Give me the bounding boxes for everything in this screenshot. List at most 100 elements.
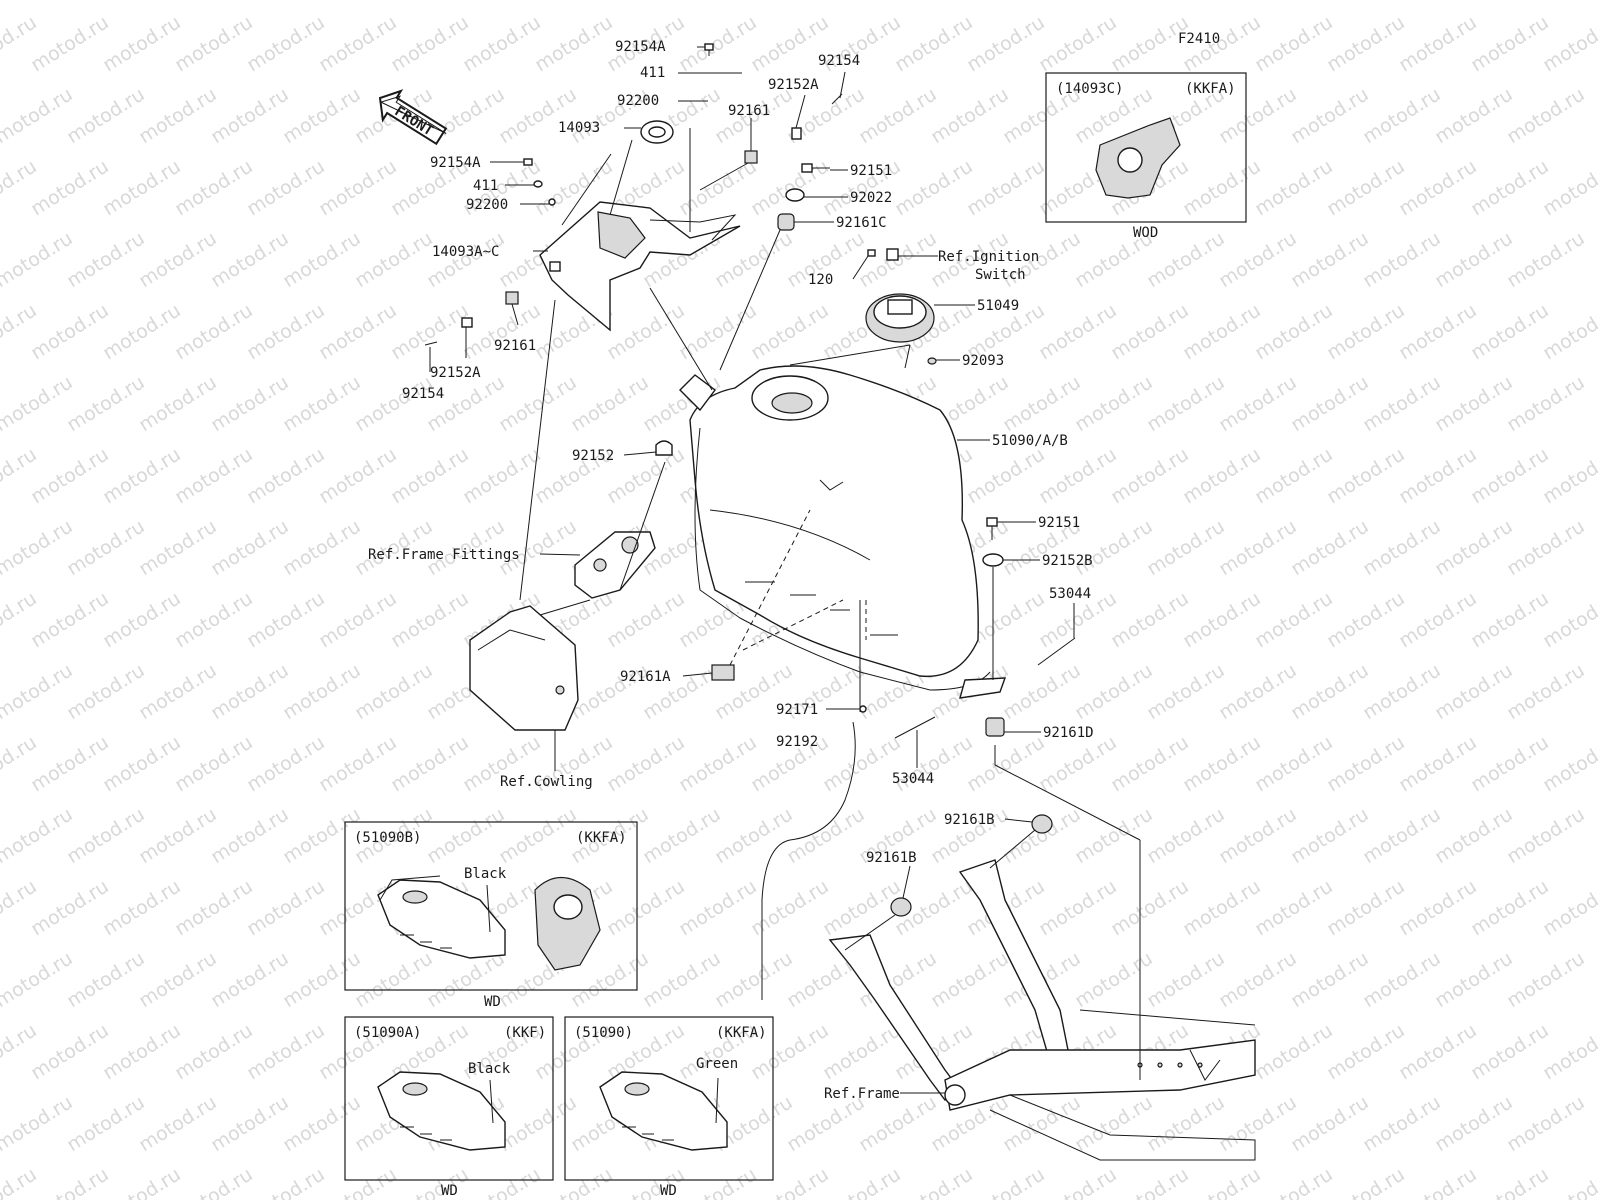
watermark-text: motod.ru bbox=[315, 443, 401, 508]
watermark-text: motod.ru bbox=[1431, 947, 1517, 1012]
watermark-text: motod.ru bbox=[1143, 1091, 1229, 1156]
watermark-text: motod.ru bbox=[1323, 11, 1409, 76]
watermark-text: motod.ru bbox=[1179, 443, 1265, 508]
watermark-text: motod.ru bbox=[387, 443, 473, 508]
watermark-text: motod.ru bbox=[495, 83, 581, 148]
watermark-text: motod.ru bbox=[0, 659, 77, 724]
watermark-text: motod.ru bbox=[1539, 299, 1600, 364]
watermark-text: motod.ru bbox=[1287, 515, 1373, 580]
watermark-text: motod.ru bbox=[387, 11, 473, 76]
callout-92161b-lower: 92161B bbox=[866, 850, 917, 866]
watermark-text: motod.ru bbox=[1467, 587, 1553, 652]
watermark-text: motod.ru bbox=[1431, 803, 1517, 868]
inset-a-footer: WD bbox=[441, 1183, 458, 1199]
watermark-text: motod.ru bbox=[1287, 947, 1373, 1012]
watermark-text: motod.ru bbox=[1251, 1019, 1337, 1084]
watermark-text: motod.ru bbox=[1071, 515, 1157, 580]
watermark-text: motod.ru bbox=[1431, 0, 1517, 4]
watermark-text: motod.ru bbox=[63, 515, 149, 580]
watermark-text: motod.ru bbox=[423, 803, 509, 868]
watermark-text: motod.ru bbox=[27, 443, 113, 508]
watermark-text: motod.ru bbox=[135, 803, 221, 868]
watermark-text: motod.ru bbox=[1395, 443, 1481, 508]
watermark-text: motod.ru bbox=[927, 947, 1013, 1012]
watermark-text: motod.ru bbox=[207, 0, 293, 4]
watermark-text: motod.ru bbox=[1287, 83, 1373, 148]
watermark-text: motod.ru bbox=[675, 155, 761, 220]
callout-51049: 51049 bbox=[977, 298, 1019, 314]
watermark-text: motod.ru bbox=[963, 11, 1049, 76]
watermark-text: motod.ru bbox=[1431, 1091, 1517, 1156]
watermark-text: motod.ru bbox=[1251, 731, 1337, 796]
watermark-text: motod.ru bbox=[1323, 731, 1409, 796]
watermark-text: motod.ru bbox=[63, 803, 149, 868]
watermark-text: motod.ru bbox=[1503, 515, 1589, 580]
watermark-text: motod.ru bbox=[0, 1163, 41, 1200]
watermark-text: motod.ru bbox=[315, 587, 401, 652]
watermark-text: motod.ru bbox=[1323, 1019, 1409, 1084]
callout-ref-cowling: Ref.Cowling bbox=[500, 774, 593, 790]
watermark-text: motod.ru bbox=[0, 227, 77, 292]
watermark-text: motod.ru bbox=[1431, 83, 1517, 148]
watermark-text: motod.ru bbox=[1539, 443, 1600, 508]
watermark-text: motod.ru bbox=[1467, 731, 1553, 796]
watermark-text: motod.ru bbox=[1179, 875, 1265, 940]
inset-wod-footer: WOD bbox=[1133, 225, 1158, 241]
watermark-text: motod.ru bbox=[99, 1019, 185, 1084]
watermark-text: motod.ru bbox=[0, 1091, 77, 1156]
inset-g-market: (KKFA) bbox=[716, 1025, 767, 1041]
watermark-text: motod.ru bbox=[207, 515, 293, 580]
callout-92152a-top: 92152A bbox=[768, 77, 819, 93]
watermark-text: motod.ru bbox=[135, 515, 221, 580]
watermark-text: motod.ru bbox=[1503, 227, 1589, 292]
watermark-text: motod.ru bbox=[1215, 0, 1301, 4]
inset-b-part: (51090B) bbox=[354, 830, 421, 846]
callout-92161d: 92161D bbox=[1043, 725, 1094, 741]
watermark-text: motod.ru bbox=[279, 227, 365, 292]
watermark-text: motod.ru bbox=[927, 83, 1013, 148]
watermark-text: motod.ru bbox=[963, 155, 1049, 220]
callout-411-left: 411 bbox=[473, 178, 498, 194]
watermark-text: motod.ru bbox=[315, 11, 401, 76]
watermark-text: motod.ru bbox=[1179, 731, 1265, 796]
callout-92152b: 92152B bbox=[1042, 553, 1093, 569]
watermark-text: motod.ru bbox=[1503, 659, 1589, 724]
watermark-text: motod.ru bbox=[351, 371, 437, 436]
watermark-text: motod.ru bbox=[1215, 515, 1301, 580]
watermark-text: motod.ru bbox=[207, 947, 293, 1012]
watermark-text: motod.ru bbox=[459, 299, 545, 364]
inset-g-part: (51090) bbox=[574, 1025, 633, 1041]
inset-wod-market: (KKFA) bbox=[1185, 81, 1236, 97]
watermark-text: motod.ru bbox=[495, 1091, 581, 1156]
watermark-text: motod.ru bbox=[135, 227, 221, 292]
watermark-text: motod.ru bbox=[1323, 875, 1409, 940]
watermark-text: motod.ru bbox=[135, 947, 221, 1012]
watermark-text: motod.ru bbox=[1359, 515, 1445, 580]
watermark-text: motod.ru bbox=[1071, 1091, 1157, 1156]
watermark-text: motod.ru bbox=[1395, 11, 1481, 76]
watermark-text: motod.ru bbox=[1071, 0, 1157, 4]
inset-51090b: (51090B) (KKFA) Black WD bbox=[344, 821, 638, 1010]
watermark-text: motod.ru bbox=[1539, 11, 1600, 76]
watermark-text: motod.ru bbox=[1107, 299, 1193, 364]
watermark-text: motod.ru bbox=[999, 1091, 1085, 1156]
watermark-text: motod.ru bbox=[999, 803, 1085, 868]
watermark-text: motod.ru bbox=[63, 371, 149, 436]
watermark-text: motod.ru bbox=[243, 155, 329, 220]
inset-51090a: (51090A) (KKF) Black WD bbox=[344, 1016, 554, 1199]
callout-92152a-left: 92152A bbox=[430, 365, 481, 381]
fuel-cap-part bbox=[865, 293, 935, 343]
callout-92161a: 92161A bbox=[620, 669, 671, 685]
callout-92161b-upper: 92161B bbox=[944, 812, 995, 828]
callout-51090-a-b: 51090/A/B bbox=[992, 433, 1068, 449]
watermark-text: motod.ru bbox=[63, 659, 149, 724]
watermark-text: motod.ru bbox=[1503, 0, 1589, 4]
watermark-text: motod.ru bbox=[1431, 515, 1517, 580]
watermark-text: motod.ru bbox=[1215, 227, 1301, 292]
inset-g-footer: WD bbox=[660, 1183, 677, 1199]
watermark-text: motod.ru bbox=[387, 587, 473, 652]
callout-92154a-left: 92154A bbox=[430, 155, 481, 171]
watermark-text: motod.ru bbox=[1143, 0, 1229, 4]
callout-92154-left: 92154 bbox=[402, 386, 444, 402]
